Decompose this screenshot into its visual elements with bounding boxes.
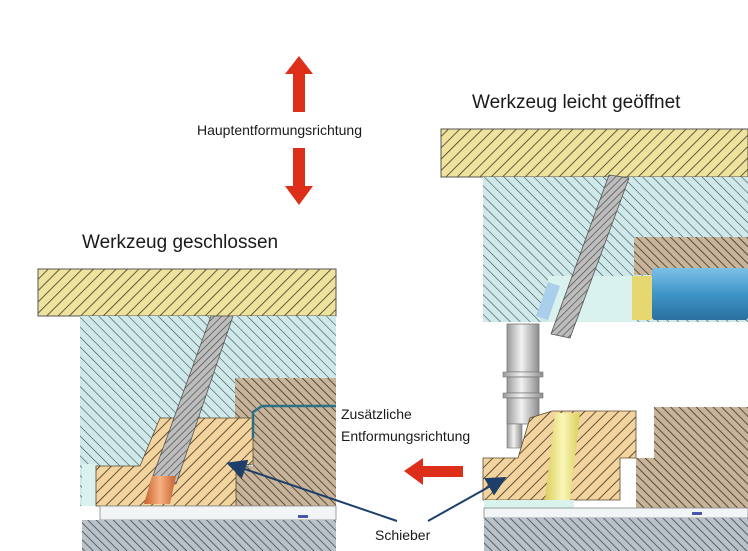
marker-right [692, 512, 702, 515]
arrow-down-icon [285, 148, 313, 205]
slider-insert-right [545, 413, 580, 500]
marker-left [298, 515, 308, 518]
leader-right [427, 477, 507, 522]
pin-tip-left [144, 476, 176, 504]
blue-part-right [652, 268, 748, 320]
parting-line-right [483, 507, 748, 519]
angle-pin-right [550, 174, 630, 339]
yellow-strip-right [632, 276, 652, 320]
base-plate-right [484, 518, 748, 551]
core-block-right [636, 407, 748, 508]
arrow-up-icon [285, 56, 313, 112]
main-direction-arrows [285, 56, 313, 205]
base-plate-left [82, 520, 336, 551]
cooling-channel-left [251, 404, 336, 438]
cavity-part-right [484, 500, 574, 508]
cavity-part-left [82, 464, 96, 506]
ejector-pin-right [502, 323, 544, 449]
opened-mold [440, 128, 748, 551]
main-direction-label: Hauptentformungsrichtung [197, 122, 362, 138]
clamping-plate-right [440, 128, 748, 178]
pin-tip-right [536, 282, 560, 320]
additional-direction-label-line2: Entformungsrichtung [341, 428, 471, 444]
angle-pin-left [149, 315, 234, 485]
tool-closed-title: Werkzeug geschlossen [82, 232, 279, 253]
closed-mold [37, 268, 337, 551]
slider-label: Schieber [375, 527, 431, 543]
additional-direction-label-line1: Zusätzliche [341, 406, 412, 422]
leader-left [226, 459, 398, 522]
tool-open-title: Werkzeug leicht geöffnet [472, 92, 681, 113]
arrow-left-icon [404, 458, 463, 485]
clamping-plate-left [37, 268, 337, 317]
